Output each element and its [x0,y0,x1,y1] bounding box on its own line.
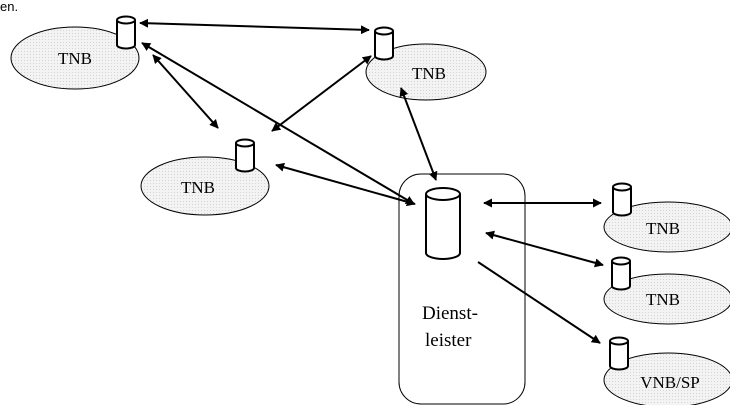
provider-box [398,173,526,405]
tnb-ellipse-top-left [10,26,140,90]
provider-label-line1: Dienst- [422,303,478,324]
arrow-tr-ml [271,55,372,132]
vnb-sp-label: VNB/SP [640,373,700,392]
database-icon-top-left [116,15,136,50]
tnb-label-right-1: TNB [646,219,680,238]
tnb-label-right-2: TNB [646,290,680,309]
arrow-ml-provider [275,162,416,207]
tnb-ellipse-right-2 [603,273,730,325]
arrow-tr-provider [399,87,438,181]
vnb-sp-ellipse [603,352,730,405]
tnb-ellipse-right-1 [603,201,730,253]
arrow-provider-vnb [477,261,601,344]
provider-label-line2: leister [425,330,472,351]
database-icon-right-2 [611,256,631,291]
caption-fragment: en. [0,0,18,14]
database-icon-right-1 [612,182,632,217]
arrow-provider-r2 [485,230,604,268]
database-icon-middle-left [235,138,255,173]
tnb-label-top-right: TNB [412,64,446,83]
arrow-tl-ml [152,54,219,129]
tnb-label-top-left: TNB [58,49,92,68]
arrow-tl-tr [139,18,370,35]
database-icon-provider [425,187,461,260]
database-icon-vnb-sp [609,336,629,371]
tnb-label-middle-left: TNB [181,178,215,197]
database-icon-top-right [374,26,394,61]
